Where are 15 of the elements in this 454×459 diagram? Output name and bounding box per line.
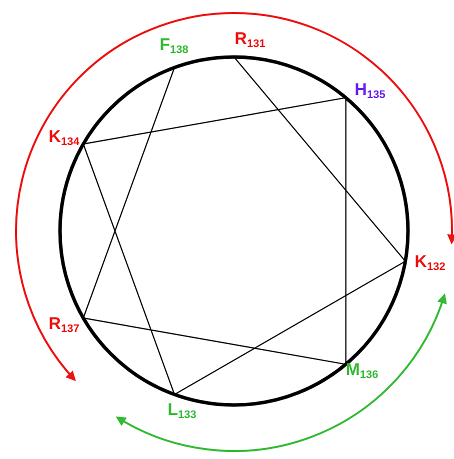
residue-label: K$_{134}$ — [48, 128, 80, 148]
connector-line — [82, 144, 176, 395]
connector-line — [83, 97, 346, 145]
residue-label: F$_{138}$ — [160, 36, 188, 56]
residue-label: R$_{137}$ — [48, 315, 80, 335]
residue-label: R$_{131}$ — [234, 30, 266, 50]
connector-line — [174, 260, 406, 396]
residue-label: K$_{132}$ — [414, 253, 446, 273]
residue-label: L$_{133}$ — [168, 401, 196, 421]
connector-line — [345, 98, 346, 364]
residue-label: M$_{136}$ — [346, 361, 378, 381]
connector-line — [83, 317, 346, 365]
connector-line — [234, 56, 406, 262]
connector-line — [82, 67, 176, 318]
residue-label: H$_{135}$ — [354, 81, 386, 101]
